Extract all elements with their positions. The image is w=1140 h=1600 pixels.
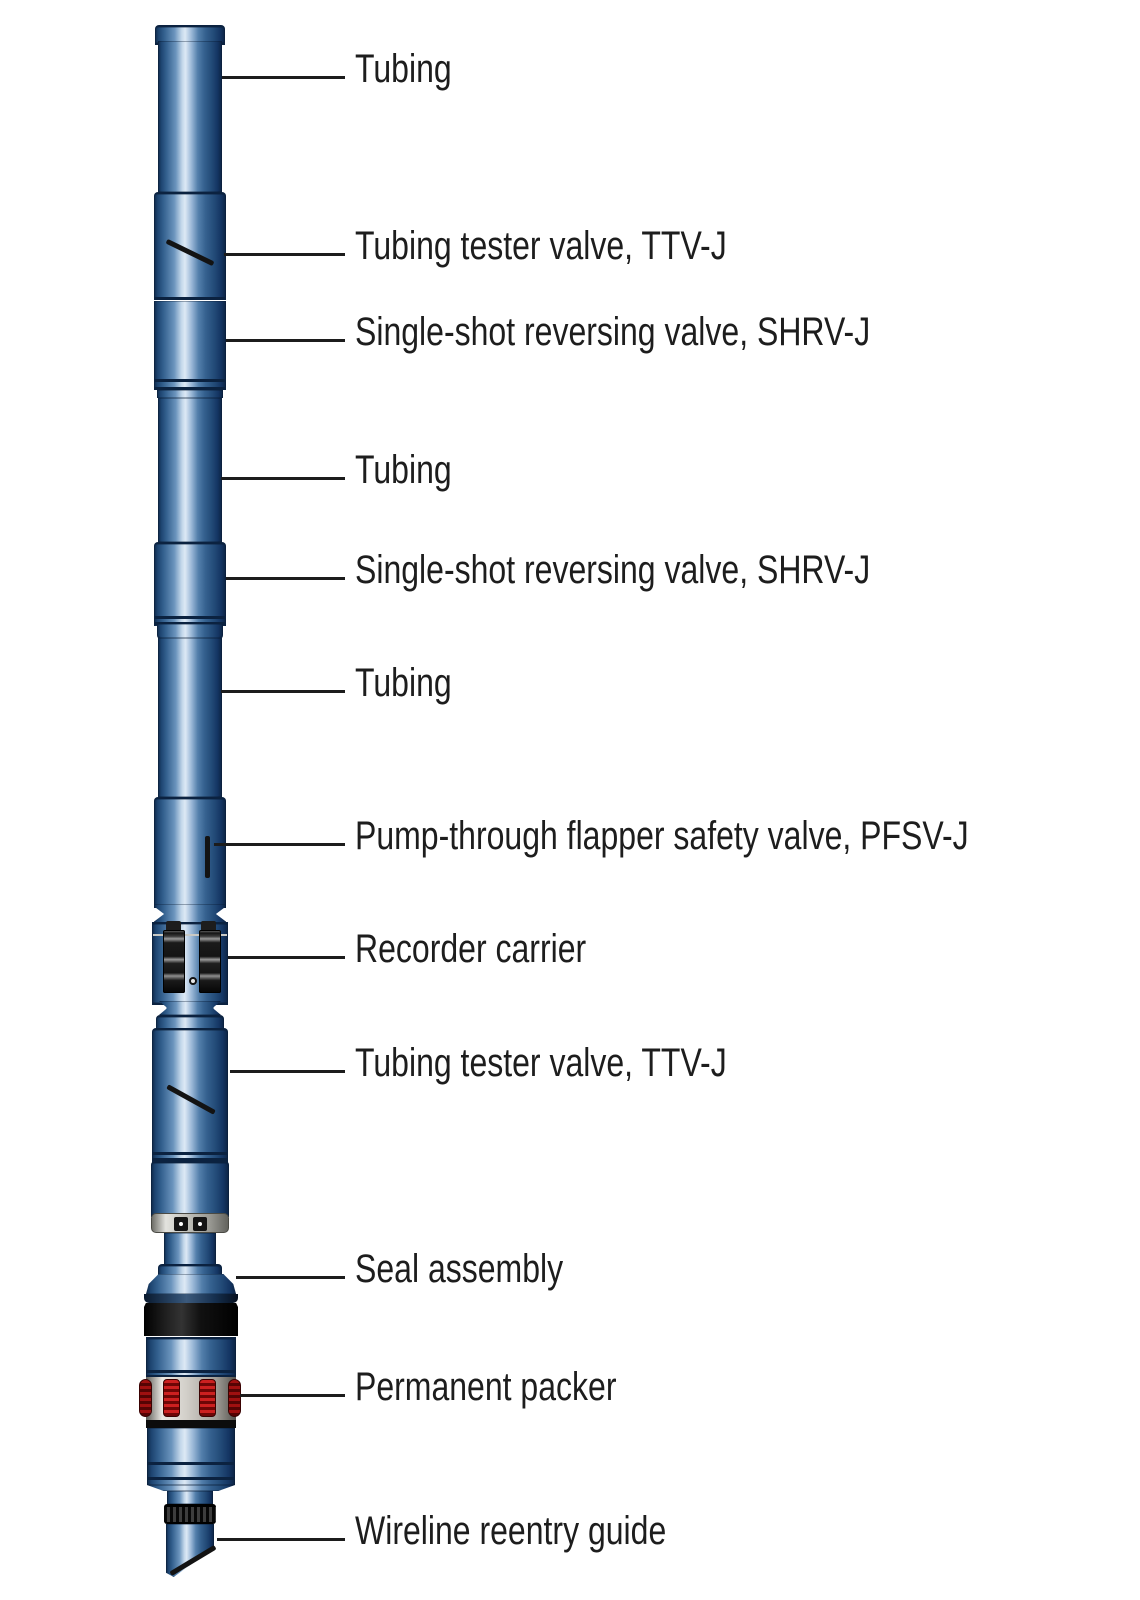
leader-line-tubing-1 [222,76,345,79]
packer-slip [163,1379,180,1417]
leader-line-tubing-2 [221,477,345,480]
packer-slip [228,1379,241,1417]
leader-line-permanent-packer [240,1394,345,1397]
tubing-joint-1 [158,41,222,192]
label-tubing-2: Tubing [355,448,452,492]
recorder-pocket-cap [166,921,181,932]
leader-line-tubing-3 [221,690,345,693]
packer-ring [146,1420,236,1428]
carrier-lower-neck [159,1001,221,1015]
seal-latch-band [151,1213,229,1233]
neck-notch [154,904,226,924]
valve-bottom-ring [157,390,223,398]
label-tubing-tester-valve-1: Tubing tester valve, TTV-J [355,224,727,268]
joint-line [152,1158,228,1161]
leader-line-ttv-1 [224,253,345,256]
packer-upper-body [146,1337,236,1376]
seal-bell-rim [144,1294,238,1303]
leader-line-recorder-carrier [228,956,345,959]
recorder-pocket-right [199,930,221,993]
latch-lug-dot [179,1222,183,1226]
label-single-shot-reversing-valve-1: Single-shot reversing valve, SHRV-J [355,310,871,354]
joint-line [147,1477,235,1480]
seal-stem [164,1233,216,1266]
joint-line [154,616,226,619]
joint-line [147,1462,235,1465]
joint-line [154,387,226,390]
leader-line-ttv-2 [230,1070,345,1073]
packer-slip [199,1379,216,1417]
packer-element [144,1303,238,1336]
joint-line [154,297,226,300]
packer-lower-body [147,1428,235,1485]
carrier-port [189,977,197,985]
label-permanent-packer: Permanent packer [355,1365,617,1409]
carrier-band [153,934,227,936]
valve-slot-mark [205,836,210,878]
tubing-tester-valve-1 [154,192,226,299]
label-tubing-3: Tubing [355,661,452,705]
single-shot-reversing-valve-2 [154,542,226,626]
leader-line-pfsv [214,843,345,846]
joint-line [152,1152,228,1155]
latch-lug [193,1217,207,1231]
recorder-pocket-left [163,930,185,993]
label-single-shot-reversing-valve-2: Single-shot reversing valve, SHRV-J [355,548,871,592]
leader-line-shrv-2 [226,577,345,580]
joint-line [146,1370,236,1373]
tubing-joint-2 [158,398,222,542]
joint-line [154,379,226,382]
guide-thread-band [164,1504,216,1524]
leader-line-wireline-guide [217,1538,345,1541]
guide-neck [167,1491,213,1504]
latch-lug-dot [198,1222,202,1226]
leader-line-seal-assembly [236,1276,345,1279]
seal-sub [151,1161,229,1217]
joint-line [154,622,226,625]
tubing-joint-3 [158,638,222,797]
label-tubing-tester-valve-2: Tubing tester valve, TTV-J [355,1041,727,1085]
leader-line-shrv-1 [226,339,345,342]
packer-slip-band [146,1375,236,1424]
recorder-pocket-cap [201,921,216,932]
label-seal-assembly: Seal assembly [355,1247,564,1291]
pump-through-flapper-safety-valve [154,797,226,908]
seal-bell [146,1274,236,1294]
latch-lug [174,1217,188,1231]
label-pump-through-flapper-safety-valve: Pump-through flapper safety valve, PFSV-… [355,814,969,858]
label-recorder-carrier: Recorder carrier [355,927,587,971]
packer-bottom-chamfer [147,1485,235,1491]
label-tubing-1: Tubing [355,47,452,91]
carrier-lower-collar [156,1015,224,1030]
seal-flange [158,1264,222,1276]
packer-slip [139,1379,152,1417]
label-wireline-reentry-guide: Wireline reentry guide [355,1509,667,1553]
single-shot-reversing-valve-1 [154,301,226,390]
